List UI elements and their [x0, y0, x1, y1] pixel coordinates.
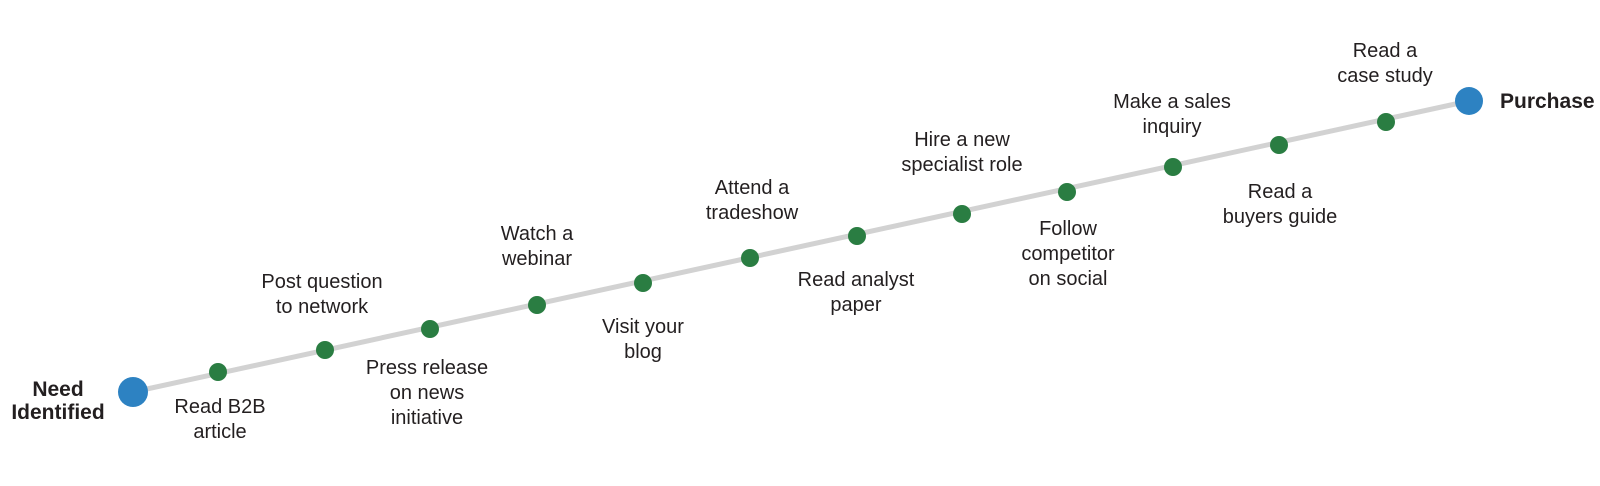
touchpoint-label: Watch a webinar	[501, 222, 574, 272]
touchpoint-label-line: paper	[830, 294, 882, 316]
touchpoint-dot	[1377, 113, 1395, 131]
touchpoint-label-line: Read analyst	[797, 269, 915, 291]
end-label: Purchase	[1500, 90, 1595, 113]
touchpoint-label-line: Read B2B	[174, 396, 266, 418]
end-endpoint-dot	[1455, 87, 1483, 115]
touchpoint-label-line: Attend a	[714, 177, 790, 199]
touchpoint-dot	[848, 227, 866, 245]
touchpoint-label: Read a case study	[1337, 39, 1433, 89]
touchpoint-label-line: Post question	[261, 271, 383, 293]
touchpoint-label-line: buyers guide	[1222, 206, 1338, 228]
touchpoint-dot	[953, 205, 971, 223]
touchpoint-label-line: competitor	[1021, 243, 1115, 265]
touchpoint-label: Press release on news initiative	[366, 356, 488, 431]
touchpoint-dot	[1270, 136, 1288, 154]
touchpoint-dot	[209, 363, 227, 381]
touchpoint-label-line: Read a	[1247, 181, 1313, 203]
journey-line-segment	[130, 98, 1472, 395]
touchpoint-label-line: article	[193, 421, 247, 443]
touchpoint-dot	[741, 249, 759, 267]
touchpoint-dot	[316, 341, 334, 359]
touchpoint-label: Post question to network	[261, 270, 382, 320]
touchpoint-label-line: Visit your	[602, 316, 684, 338]
touchpoint-label-line: Read a	[1352, 40, 1418, 62]
touchpoint-label-line: Press release	[365, 357, 489, 379]
touchpoint-label-line: Make a sales	[1113, 91, 1231, 113]
touchpoint-label-line: tradeshow	[705, 202, 799, 224]
touchpoint-label-line: to network	[275, 296, 369, 318]
touchpoint-label: Visit your blog	[602, 315, 684, 365]
start-label-line: Identified	[11, 401, 105, 424]
touchpoint-label-line: specialist role	[901, 154, 1023, 176]
touchpoint-label-line: initiative	[390, 407, 464, 429]
touchpoint-label-line: Follow	[1039, 218, 1097, 240]
touchpoint-label: Hire a new specialist role	[901, 128, 1022, 178]
touchpoint-label-line: inquiry	[1142, 116, 1202, 138]
touchpoint-dot	[634, 274, 652, 292]
touchpoint-label: Read B2B article	[174, 395, 265, 445]
touchpoint-label: Read a buyers guide	[1223, 180, 1338, 230]
touchpoint-dot	[1058, 183, 1076, 201]
touchpoint-label-line: case study	[1337, 65, 1433, 87]
touchpoint-label-line: on news	[389, 382, 465, 404]
touchpoint-label: Make a sales inquiry	[1113, 90, 1231, 140]
touchpoint-label-line: on social	[1028, 268, 1108, 290]
touchpoint-dot	[528, 296, 546, 314]
touchpoint-label: Read analyst paper	[798, 268, 915, 318]
touchpoint-label: Attend a tradeshow	[706, 176, 798, 226]
touchpoint-label: Follow competitor on social	[1021, 217, 1114, 292]
touchpoint-label-line: blog	[624, 341, 662, 363]
touchpoint-label-line: Watch a	[500, 223, 574, 245]
end-label-line: Purchase	[1500, 90, 1595, 113]
touchpoint-label-line: webinar	[501, 248, 573, 270]
touchpoint-dot	[421, 320, 439, 338]
touchpoint-label-line: Hire a new	[914, 129, 1010, 151]
start-endpoint-dot	[118, 377, 148, 407]
touchpoint-dot	[1164, 158, 1182, 176]
start-label-line: Need	[32, 378, 84, 401]
